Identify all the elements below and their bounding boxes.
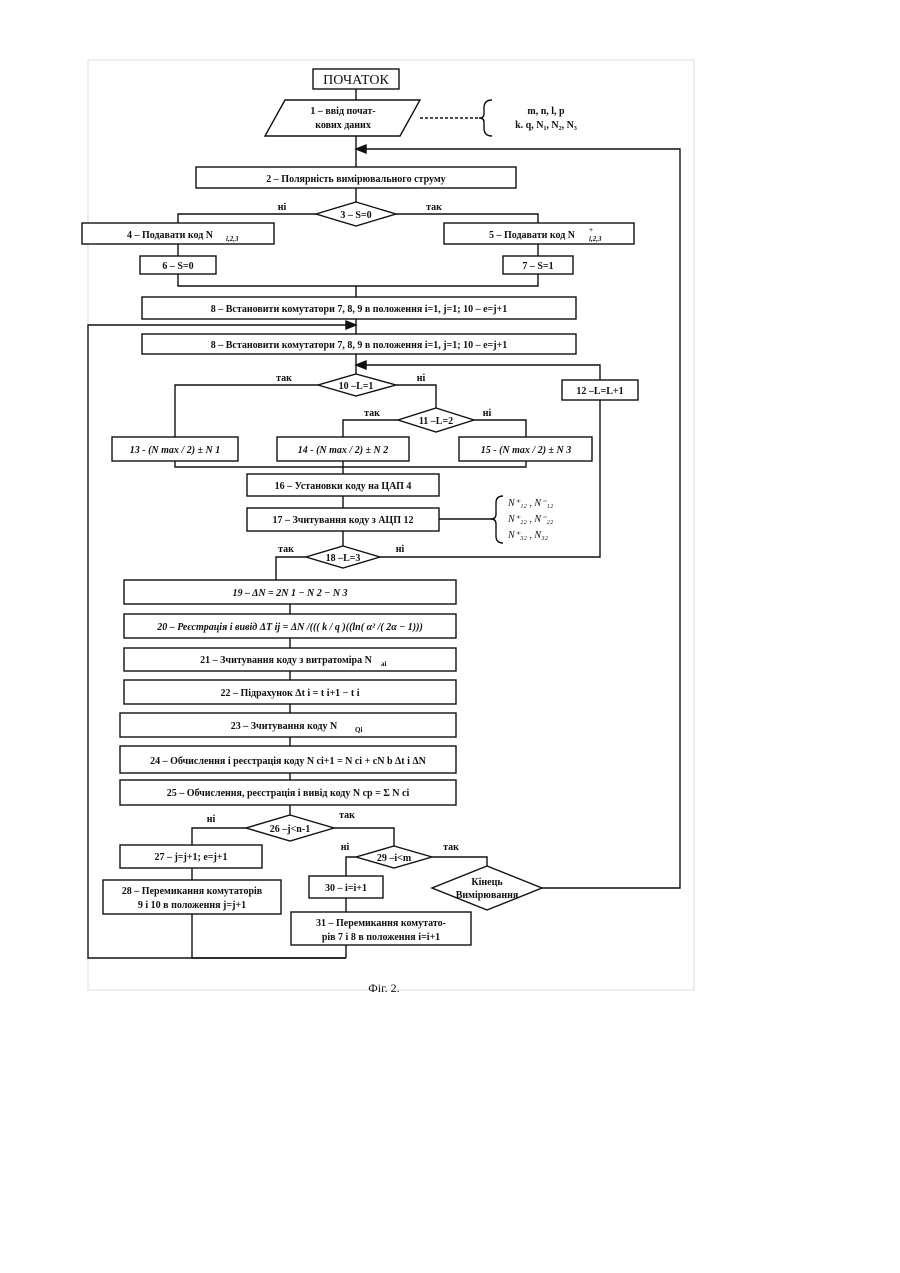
block-24-label: 24 – Обчислення і реєстрація коду N ci+1… (150, 756, 427, 767)
branch-no-3: ні (278, 202, 287, 213)
block-5-label: 5 – Подавати код N (489, 230, 576, 241)
figure-caption: Фіг. 2. (368, 981, 399, 995)
decision-26-label: 26 –j<n-1 (270, 824, 310, 835)
decision-11-label: 11 –L=2 (419, 416, 453, 427)
block-6-label: 6 – S=0 (162, 261, 193, 272)
codes-brace (491, 496, 503, 543)
block-2-label: 2 – Полярність вимірювального струму (266, 174, 445, 185)
end-block (432, 866, 542, 910)
block-4-sub: i,2,3 (226, 235, 239, 243)
branch-no-10: ні (417, 373, 426, 384)
decision-29-label: 29 –i<m (377, 853, 412, 864)
branch-no-29: ні (341, 842, 350, 853)
block-30-label: 30 – i=i+1 (325, 883, 367, 894)
block-16-label: 16 – Установки коду на ЦАП 4 (275, 481, 412, 492)
block-8-b-label: 8 – Встановити комутатори 7, 8, 9 в поло… (211, 340, 508, 351)
block-23-label: 23 – Зчитування коду N (231, 721, 338, 732)
branch-yes-26: так (339, 810, 355, 821)
decision-18-label: 18 –L=3 (326, 553, 361, 564)
end-line-1: Кінець (471, 877, 503, 888)
codes-line-3: N⁺₃₂ , N₃₂ (507, 530, 549, 541)
block-7-label: 7 – S=1 (522, 261, 553, 272)
block-19-label: 19 – ΔN = 2N 1 − N 2 − N 3 (232, 588, 347, 599)
block-21-sub: ai (381, 660, 387, 668)
block-4-label: 4 – Подавати код N (127, 230, 214, 241)
branch-yes-3: так (426, 202, 442, 213)
decision-10-label: 10 –L=1 (339, 381, 374, 392)
block-28-line-1: 28 – Перемикання комутаторів (122, 886, 263, 897)
block-27-label: 27 – j=j+1; e=j+1 (154, 852, 227, 863)
branch-yes-11: так (364, 408, 380, 419)
block-12-label: 12 –L=L+1 (576, 386, 623, 397)
end-line-2: Вимірювання (456, 890, 519, 901)
block-25-label: 25 – Обчислення, реєстрація і вивід коду… (167, 788, 410, 799)
block-31-line-2: рів 7 і 8 в положення i=i+1 (322, 932, 440, 943)
branch-yes-29: так (443, 842, 459, 853)
decision-3-label: 3 – S=0 (340, 210, 371, 221)
block-5-sub: i,2,3 (589, 235, 602, 243)
codes-line-1: N⁺₁₂ , N⁻₁₂ (507, 498, 554, 509)
branch-yes-18: так (278, 544, 294, 555)
inputs-brace (479, 100, 492, 136)
block-14-label: 14 - (N max / 2) ± N 2 (298, 445, 388, 456)
block-20-label: 20 – Реєстрація і вивід ΔT ij = ΔN /((( … (156, 622, 423, 633)
inputs-line-2: k. q, N₁, N₂, N₃ (515, 120, 577, 131)
block-21-label: 21 – Зчитування коду з витратоміра N (200, 655, 372, 666)
codes-line-2: N⁺₂₂ , N⁻₂₂ (507, 514, 554, 525)
block-23-sub: Qi (355, 726, 362, 734)
branch-yes-10: так (276, 373, 292, 384)
branch-no-11: ні (483, 408, 492, 419)
block-22-label: 22 – Підрахунок Δt i = t i+1 − t i (220, 688, 359, 699)
block-17-label: 17 – Зчитування коду з АЦП 12 (273, 515, 414, 526)
start-label: ПОЧАТОК (323, 73, 389, 88)
block-13-label: 13 - (N max / 2) ± N 1 (130, 445, 220, 456)
branch-no-26: ні (207, 814, 216, 825)
block-15-label: 15 - (N max / 2) ± N 3 (481, 445, 571, 456)
block-1-line-1: 1 – ввід почат- (310, 106, 375, 117)
inputs-line-1: m, n, l, p (527, 106, 565, 117)
branch-no-18: ні (396, 544, 405, 555)
block-1-line-2: кових даних (315, 120, 371, 131)
block-28-line-2: 9 і 10 в положення j=j+1 (138, 900, 246, 911)
block-5-sup: + (589, 226, 593, 234)
block-31-line-1: 31 – Перемикання комутато- (316, 918, 446, 929)
block-8-a-label: 8 – Встановити комутатори 7, 8, 9 в поло… (211, 304, 508, 315)
